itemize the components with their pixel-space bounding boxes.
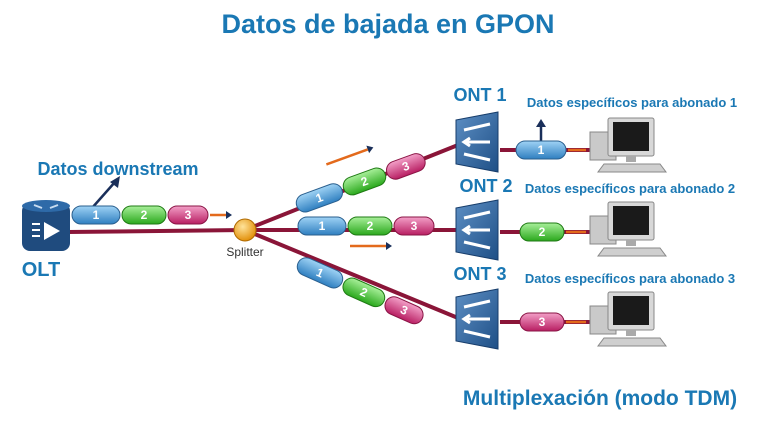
ont-2-icon [454, 198, 500, 262]
computer-2-icon [589, 201, 667, 257]
subscriber-1-data-label: Datos específicos para abonado 1 [527, 95, 737, 110]
computer-1-icon [589, 117, 667, 173]
packet-3: 3 [384, 296, 424, 325]
svg-text:3: 3 [411, 219, 418, 233]
packet-1: 1 [71, 205, 121, 225]
svg-text:1: 1 [314, 190, 325, 206]
svg-text:3: 3 [539, 315, 546, 329]
page-title: Datos de bajada en GPON [221, 9, 554, 39]
ont-1-output-packet: 1 [515, 140, 567, 160]
branch-1-packets: 1 2 3 [295, 145, 426, 213]
packet-3: 3 [167, 205, 209, 225]
ont-2-label: ONT 2 [459, 176, 512, 196]
arrowhead-icon [110, 176, 120, 188]
svg-text:1: 1 [93, 208, 100, 222]
computer-3-icon [589, 291, 667, 347]
svg-text:1: 1 [538, 143, 545, 157]
footer-caption: Multiplexación (modo TDM) [463, 387, 737, 410]
ont-1-label: ONT 1 [453, 85, 506, 105]
subscriber-3-data-label: Datos específicos para abonado 3 [525, 271, 735, 286]
svg-text:1: 1 [319, 219, 326, 233]
subscriber-2-data-label: Datos específicos para abonado 2 [525, 181, 735, 196]
packet-3: 3 [393, 216, 435, 236]
packet-3: 3 [385, 153, 426, 180]
branch-3-packets: 1 2 3 [296, 257, 424, 325]
svg-text:2: 2 [367, 219, 374, 233]
svg-text:3: 3 [185, 208, 192, 222]
ont-3-output-packet: 3 [519, 312, 565, 332]
packet-2: 2 [121, 205, 167, 225]
packet-1: 1 [297, 216, 347, 236]
svg-text:2: 2 [539, 225, 546, 239]
ont-2-output-packet: 2 [519, 222, 565, 242]
ont-3-label: ONT 3 [453, 264, 506, 284]
packet-1: 1 [296, 257, 344, 289]
branch-2-packets: 1 2 3 [297, 216, 435, 250]
pointer-arrow-icon [91, 181, 116, 209]
svg-text:2: 2 [359, 174, 370, 190]
main-packets: 1 2 3 [71, 205, 232, 225]
olt-label: OLT [22, 259, 61, 281]
olt-icon [22, 200, 70, 251]
svg-text:3: 3 [400, 159, 411, 175]
packet-2: 2 [342, 277, 386, 308]
packet-2: 2 [347, 216, 393, 236]
splitter-icon [233, 218, 257, 242]
ont-1-icon [454, 110, 500, 174]
ont-3-icon [454, 287, 500, 351]
svg-text:2: 2 [141, 208, 148, 222]
output-arrows [566, 148, 586, 324]
downstream-label: Datos downstream [37, 159, 198, 179]
packet-2: 2 [342, 167, 387, 196]
packet-1: 1 [295, 183, 343, 213]
splitter-label: Splitter [226, 245, 263, 259]
